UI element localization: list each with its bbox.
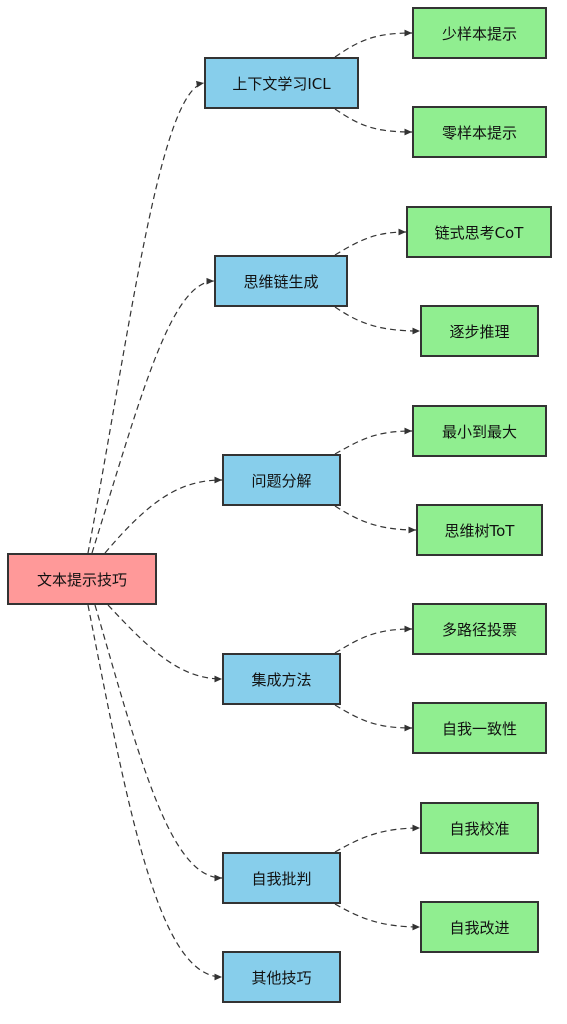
edge-ensemble-consistency <box>334 704 413 732</box>
edge-root-cot-generation <box>91 277 215 554</box>
edge-critique-calibration <box>334 824 421 853</box>
leaf-self-improvement: 自我改进 <box>420 901 539 953</box>
leaf-step-by-step: 逐步推理 <box>420 305 539 357</box>
edge-cot-step <box>334 306 421 335</box>
category-other: 其他技巧 <box>222 951 341 1003</box>
edge-root-decomposition <box>104 476 223 554</box>
leaf-tree-of-thought: 思维树ToT <box>416 504 543 556</box>
leaf-zero-shot: 零样本提示 <box>412 106 547 158</box>
edge-icl-few-shot <box>334 29 413 58</box>
category-cot-generation: 思维链生成 <box>214 255 348 307</box>
category-icl: 上下文学习ICL <box>204 57 359 109</box>
leaf-self-calibration: 自我校准 <box>420 802 539 854</box>
leaf-chain-of-thought: 链式思考CoT <box>406 206 552 258</box>
edge-root-icl <box>87 80 205 554</box>
edge-decomp-tree <box>334 505 417 534</box>
edge-root-ensemble <box>107 604 223 683</box>
edge-ensemble-voting <box>334 625 413 654</box>
edge-decomp-least-to-most <box>334 427 413 455</box>
category-self-critique: 自我批判 <box>222 852 341 904</box>
root-node: 文本提示技巧 <box>7 553 157 605</box>
category-ensemble: 集成方法 <box>222 653 341 705</box>
leaf-self-consistency: 自我一致性 <box>412 702 547 754</box>
category-decomposition: 问题分解 <box>222 454 341 506</box>
edge-root-self-critique <box>94 604 223 882</box>
edge-cot-chain <box>334 228 407 256</box>
edge-root-other <box>87 604 223 981</box>
leaf-multi-path-voting: 多路径投票 <box>412 603 547 655</box>
leaf-least-to-most: 最小到最大 <box>412 405 547 457</box>
edge-critique-improvement <box>334 903 421 931</box>
edges-layer <box>87 29 421 981</box>
leaf-few-shot: 少样本提示 <box>412 7 547 59</box>
edge-icl-zero-shot <box>334 108 413 136</box>
